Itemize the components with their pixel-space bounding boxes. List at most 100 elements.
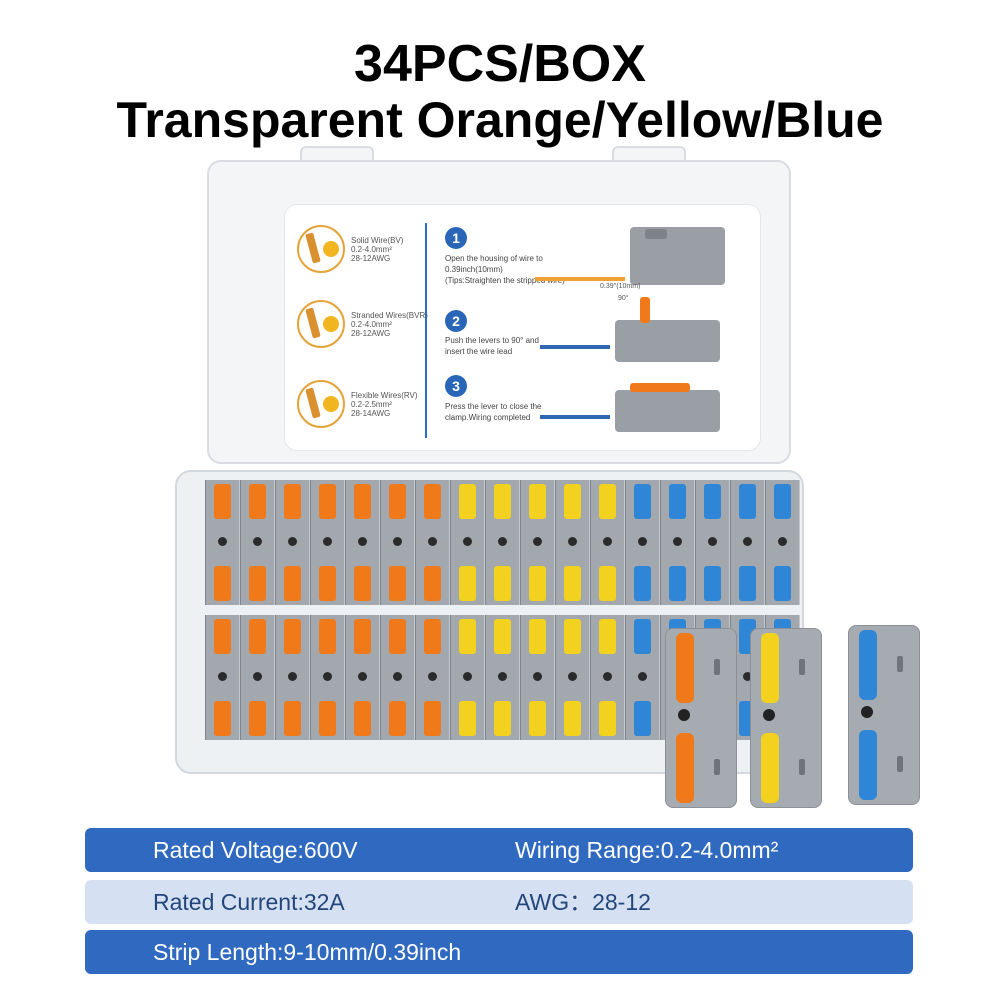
- step-2-text: Push the levers to 90° and insert the wi…: [445, 336, 539, 356]
- lever: [214, 701, 231, 736]
- lever: [704, 484, 721, 519]
- lever: [676, 633, 694, 703]
- lever: [319, 484, 336, 519]
- test-hole: [778, 537, 787, 546]
- orange-connector: [310, 480, 345, 605]
- lever: [774, 566, 791, 601]
- angle-label: 90°: [618, 295, 629, 302]
- step-2-lever: [640, 297, 650, 323]
- test-hole: [218, 537, 227, 546]
- orange-connector: [415, 480, 450, 605]
- lever: [389, 566, 406, 601]
- test-hole: [533, 537, 542, 546]
- wire-type-stranded: Stranded Wires(BVR) 0.2-4.0mm² 28-12AWG: [297, 300, 428, 348]
- lever: [354, 619, 371, 654]
- lever: [424, 701, 441, 736]
- strip-length: Strip Length:9-10mm/0.39inch: [153, 939, 462, 965]
- lever: [459, 566, 476, 601]
- step-3-badge: 3: [445, 375, 467, 397]
- lever: [564, 484, 581, 519]
- blue-connector: [695, 480, 730, 605]
- lever: [676, 733, 694, 803]
- lever: [389, 701, 406, 736]
- test-hole: [673, 537, 682, 546]
- test-hole: [288, 672, 297, 681]
- slot: [714, 659, 720, 675]
- wire-type-label: Stranded Wires(BVR) 0.2-4.0mm² 28-12AWG: [351, 310, 428, 338]
- lever: [761, 633, 779, 703]
- test-hole: [358, 672, 367, 681]
- rated-voltage: Rated Voltage:600V: [153, 837, 358, 863]
- test-hole: [743, 672, 752, 681]
- test-hole: [253, 537, 262, 546]
- lever: [739, 484, 756, 519]
- yellow-connector: [590, 480, 625, 605]
- wire-type-label: Solid Wire(BV) 0.2-4.0mm² 28-12AWG: [351, 235, 404, 263]
- test-hole: [323, 672, 332, 681]
- lever: [669, 484, 686, 519]
- test-hole: [861, 706, 873, 718]
- lever: [284, 701, 301, 736]
- lever: [284, 619, 301, 654]
- orange-connector: [205, 615, 240, 740]
- flexible-wire-icon: [297, 380, 345, 428]
- test-hole: [323, 537, 332, 546]
- lever: [459, 484, 476, 519]
- slot: [714, 759, 720, 775]
- test-hole: [763, 709, 775, 721]
- lever: [354, 566, 371, 601]
- test-hole: [463, 672, 472, 681]
- lever: [249, 619, 266, 654]
- lever: [214, 484, 231, 519]
- connector-row-top: [205, 480, 800, 605]
- spec-bar-current: Rated Current:32A AWG：28-12: [85, 880, 913, 924]
- yellow-connector: [555, 480, 590, 605]
- test-hole: [678, 709, 690, 721]
- lever: [774, 484, 791, 519]
- lever: [599, 619, 616, 654]
- step-2-badge: 2: [445, 310, 467, 332]
- rated-current: Rated Current:32A: [153, 889, 345, 915]
- test-hole: [708, 537, 717, 546]
- orange-connector: [205, 480, 240, 605]
- orange-connector: [345, 615, 380, 740]
- test-hole: [358, 537, 367, 546]
- lever: [564, 701, 581, 736]
- wire-type-flexible: Flexible Wires(RV) 0.2-2.5mm² 28-14AWG: [297, 380, 418, 428]
- test-hole: [463, 537, 472, 546]
- lid-tab-left: [300, 146, 374, 164]
- lever: [459, 701, 476, 736]
- orange-connector: [240, 480, 275, 605]
- yellow-connector: [555, 615, 590, 740]
- lever: [529, 619, 546, 654]
- loose-orange-connector: [665, 628, 737, 808]
- lever: [214, 619, 231, 654]
- slot: [799, 659, 805, 675]
- lever: [564, 619, 581, 654]
- lever: [634, 619, 651, 654]
- orange-connector: [240, 615, 275, 740]
- lever: [214, 566, 231, 601]
- lever: [389, 484, 406, 519]
- blue-connector: [765, 480, 800, 605]
- lever: [599, 566, 616, 601]
- wiring-range: Wiring Range:0.2-4.0mm²: [515, 837, 779, 863]
- wire-type-label: Flexible Wires(RV) 0.2-2.5mm² 28-14AWG: [351, 390, 418, 418]
- yellow-connector: [450, 480, 485, 605]
- orange-connector: [310, 615, 345, 740]
- lever: [761, 733, 779, 803]
- yellow-connector: [485, 615, 520, 740]
- loose-yellow-connector: [750, 628, 822, 808]
- blue-connector: [730, 480, 765, 605]
- lever: [424, 484, 441, 519]
- blue-connector: [625, 480, 660, 605]
- lever: [319, 566, 336, 601]
- lever: [249, 484, 266, 519]
- lever: [634, 484, 651, 519]
- blue-connector: [625, 615, 660, 740]
- lever: [634, 566, 651, 601]
- test-hole: [743, 537, 752, 546]
- card-divider: [425, 223, 427, 438]
- lever: [284, 566, 301, 601]
- slot: [897, 656, 903, 672]
